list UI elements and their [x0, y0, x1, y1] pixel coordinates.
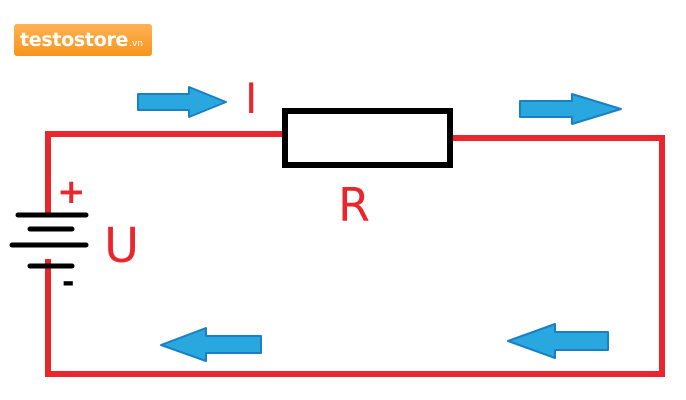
plus-sign: +	[57, 172, 86, 212]
resistor-label: R	[338, 178, 370, 232]
minus-sign: -	[62, 265, 74, 300]
brand-logo: testostore .vn	[14, 24, 153, 56]
current-label: I	[245, 74, 257, 123]
arrow-left-icon	[160, 327, 262, 362]
wire-top-left	[45, 131, 288, 215]
arrow-right-icon	[519, 93, 622, 125]
arrow-left-icon	[507, 323, 609, 359]
wire-top-right-and-right	[447, 135, 665, 377]
brand-tld: .vn	[129, 39, 144, 49]
resistor-icon	[282, 108, 453, 168]
arrow-right-icon	[137, 86, 227, 118]
wire-bottom-and-left	[45, 259, 665, 377]
battery-icon	[9, 212, 89, 269]
brand-name: testostore	[20, 29, 129, 51]
voltage-label: U	[104, 218, 139, 274]
circuit-wires	[45, 131, 665, 377]
